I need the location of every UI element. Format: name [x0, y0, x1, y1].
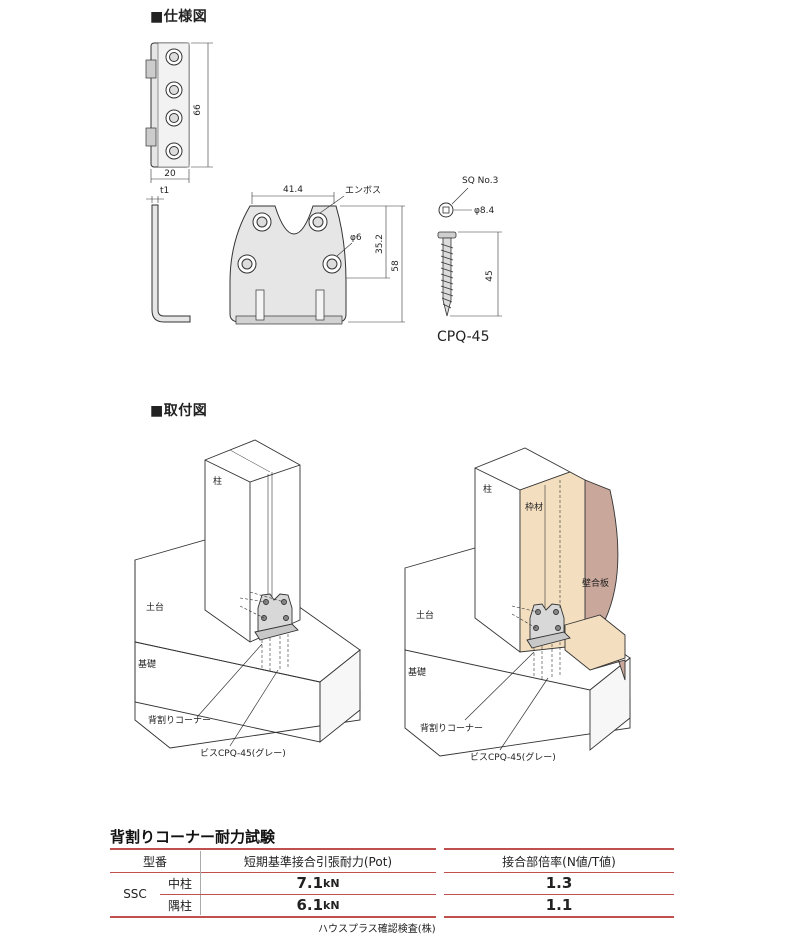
dim-41-4: 41.4: [283, 185, 303, 195]
row-rule-right: [444, 894, 674, 895]
left-pillar-label: 柱: [213, 475, 222, 487]
table-note: ハウスプラス確認検査(株): [318, 924, 436, 935]
row-ratio: 1.1: [545, 896, 573, 914]
table-bottom-rule-left: [110, 916, 436, 918]
dim-phi8-4: φ8.4: [474, 206, 495, 216]
header-rule-left: [110, 872, 436, 873]
emboss-label: エンボス: [345, 185, 381, 196]
table-bottom-rule-right: [444, 916, 674, 918]
dim-35-2: 35.2: [375, 234, 385, 254]
screw-sq-label: SQ No.3: [462, 176, 498, 186]
right-foundation-label: 基礎: [408, 666, 426, 678]
header-ratio: 接合部倍率(N値/T値): [502, 854, 616, 869]
dim-20: 20: [164, 169, 176, 179]
dim-45: 45: [485, 270, 495, 281]
left-install-drawing: [134, 439, 361, 749]
header-rule-right: [444, 872, 674, 873]
dim-66: 66: [193, 104, 203, 116]
left-sill-label: 土台: [146, 601, 164, 613]
bracket-side-view: [146, 196, 191, 323]
dim-58: 58: [391, 260, 401, 272]
left-foundation-label: 基礎: [138, 658, 156, 670]
spec-section-title: ■仕様図: [150, 9, 208, 25]
right-install-drawing: [404, 447, 631, 757]
bracket-plan-view: [229, 192, 405, 325]
row-unit: kN: [323, 876, 340, 890]
left-screw-label: ビスCPQ-45(グレー): [200, 747, 286, 759]
spec-drawing: 66 20 t1 41.4 エンボス φ6 35.2 58: [145, 42, 502, 345]
row-type: 中柱: [167, 876, 192, 891]
right-screw-label: ビスCPQ-45(グレー): [470, 751, 556, 763]
row-unit: kN: [323, 898, 340, 912]
screw-name: CPQ-45: [437, 329, 490, 345]
screw-drawing: [437, 187, 502, 317]
right-sill-label: 土台: [416, 609, 434, 621]
header-model: 型番: [142, 854, 167, 869]
install-section-title: ■取付図: [150, 403, 208, 419]
table-title: 背割りコーナー耐力試験: [110, 828, 276, 846]
right-plywood-label: 壁合板: [582, 577, 609, 589]
row-type: 隅柱: [167, 898, 192, 913]
table-header-row: 型番 短期基準接合引張耐力(Pot) 接合部倍率(N値/T値): [110, 851, 674, 871]
row-rule-left: [160, 894, 436, 895]
row-value: 7.1: [296, 874, 324, 892]
row-ratio: 1.3: [545, 874, 573, 892]
right-pillar-label: 柱: [483, 483, 492, 495]
table-rule-right: [444, 848, 674, 850]
bracket-front-view: [145, 42, 213, 183]
right-bracket-label: 背割りコーナー: [420, 722, 483, 734]
dim-phi6: φ6: [350, 233, 362, 243]
header-strength: 短期基準接合引張耐力(Pot): [243, 854, 393, 869]
left-bracket-label: 背割りコーナー: [148, 714, 211, 726]
right-frame-label: 枠材: [525, 501, 543, 513]
table-rule-left: [110, 848, 436, 850]
dim-t1: t1: [160, 186, 169, 196]
row-value: 6.1: [296, 896, 324, 914]
col-divider: [200, 851, 201, 915]
model-cell: SSC: [123, 887, 147, 901]
install-drawing: 柱 土台 基礎 背割りコーナー ビスCPQ-45(グレー) 柱: [134, 439, 631, 763]
